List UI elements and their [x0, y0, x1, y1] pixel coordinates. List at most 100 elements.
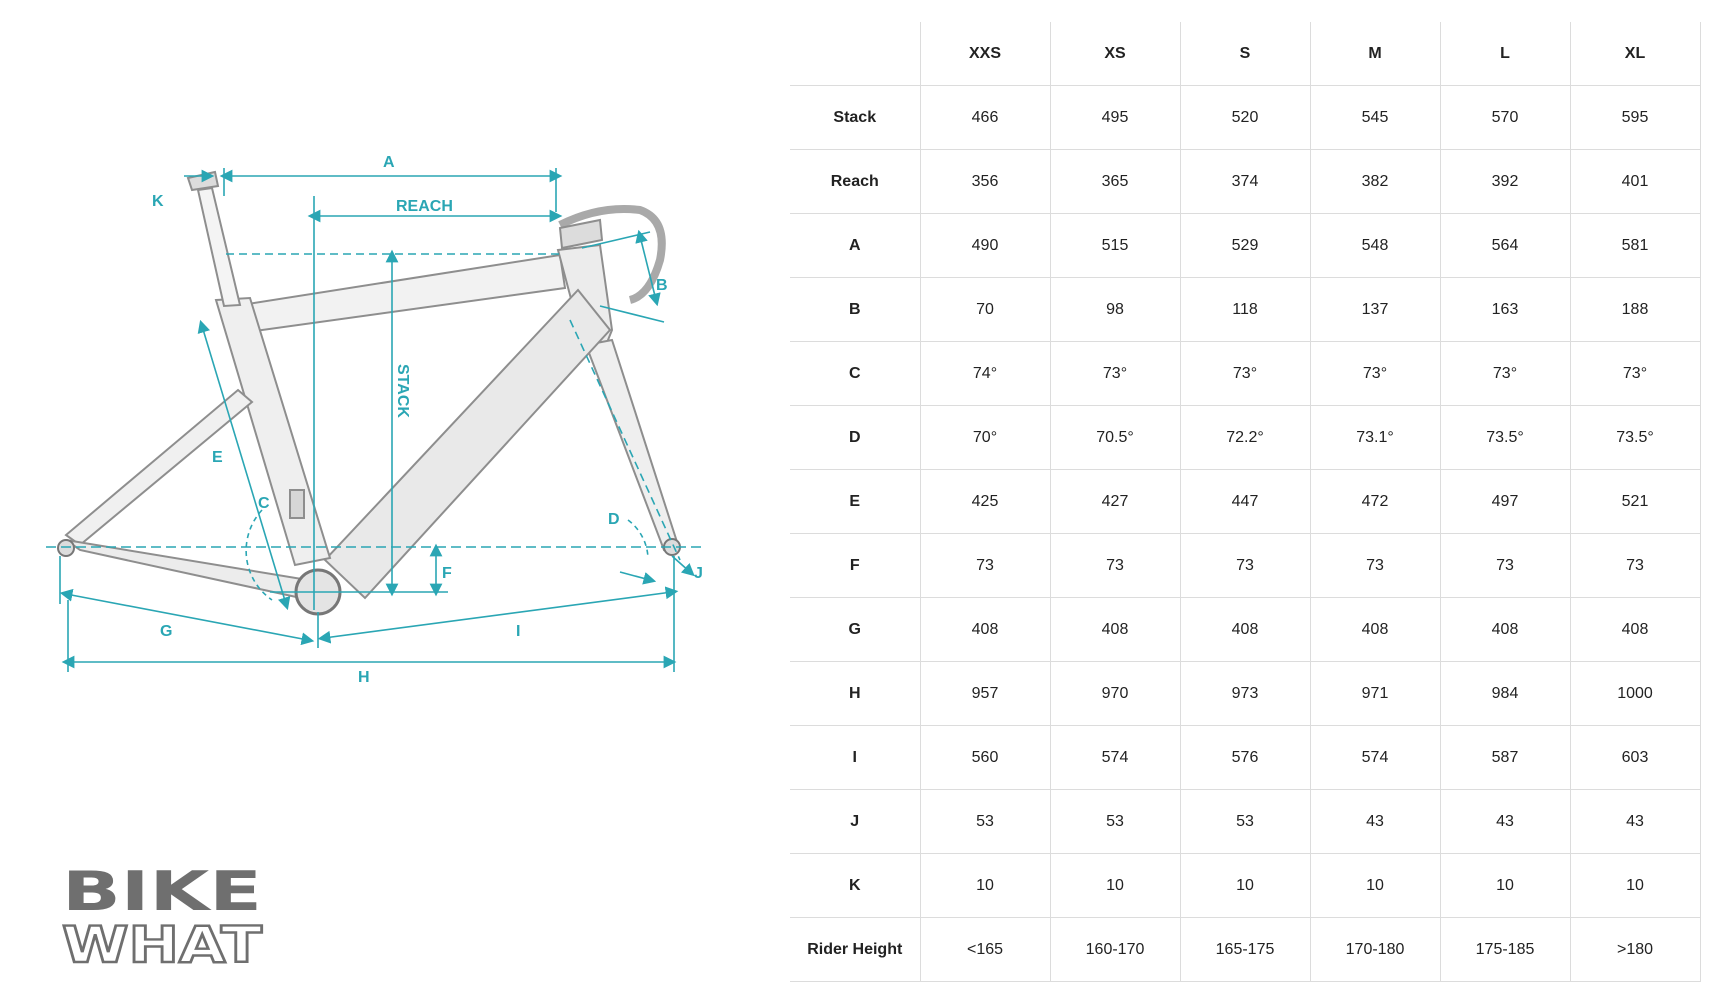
dimension-lines — [46, 168, 702, 672]
table-cell: 10 — [1309, 853, 1440, 918]
table-cell: 73.5° — [1569, 405, 1701, 470]
table-cell: 490 — [919, 213, 1050, 278]
table-cell: 574 — [1049, 725, 1180, 790]
table-cell: 560 — [919, 725, 1050, 790]
row-label: Stack — [790, 85, 920, 150]
table-cell: 957 — [919, 661, 1050, 726]
column-header-size: XS — [1049, 22, 1180, 86]
table-cell: 392 — [1439, 149, 1570, 214]
table-cell: 53 — [1179, 789, 1310, 854]
table-cell: 118 — [1179, 277, 1310, 342]
table-cell: 356 — [919, 149, 1050, 214]
row-label: B — [790, 277, 920, 342]
frame-geometry-diagram: A REACH K B STACK E C D F J G I H — [46, 154, 703, 686]
table-cell: 73 — [1569, 533, 1701, 598]
table-cell: 163 — [1439, 277, 1570, 342]
table-cell: 595 — [1569, 85, 1701, 150]
table-cell: 472 — [1309, 469, 1440, 534]
down-tube — [323, 288, 612, 600]
table-cell: 73 — [919, 533, 1050, 598]
table-cell: 73° — [1569, 341, 1701, 406]
row-label: A — [790, 213, 920, 278]
table-cell: 70.5° — [1049, 405, 1180, 470]
column-header-size: S — [1179, 22, 1310, 86]
table-cell: 10 — [1439, 853, 1570, 918]
table-cell: 401 — [1569, 149, 1701, 214]
dim-line-e — [197, 319, 291, 611]
table-cell: 581 — [1569, 213, 1701, 278]
label-f: F — [442, 565, 452, 582]
table-cell: 43 — [1309, 789, 1440, 854]
dim-arc-c — [245, 509, 273, 601]
table-cell: 70 — [919, 277, 1050, 342]
table-cell: 70° — [919, 405, 1050, 470]
row-label: E — [790, 469, 920, 534]
table-cell: 495 — [1049, 85, 1180, 150]
table-cell: 564 — [1439, 213, 1570, 278]
table-cell: 170-180 — [1309, 917, 1440, 982]
row-label: J — [790, 789, 920, 854]
column-header-size: L — [1439, 22, 1570, 86]
stem — [558, 218, 604, 250]
table-cell: 188 — [1569, 277, 1701, 342]
table-cell: 10 — [919, 853, 1050, 918]
label-k: K — [152, 193, 164, 210]
table-cell: 971 — [1309, 661, 1440, 726]
saddle-clamp — [186, 170, 220, 192]
logo-line-1: BIKE — [62, 862, 262, 923]
table-cell: <165 — [919, 917, 1050, 982]
table-cell: 570 — [1439, 85, 1570, 150]
label-b: B — [656, 277, 668, 294]
bikewhat-logo: BIKE WHAT — [62, 862, 263, 972]
table-cell: 73° — [1439, 341, 1570, 406]
table-cell: >180 — [1569, 917, 1701, 982]
table-cell: 160-170 — [1049, 917, 1180, 982]
column-header-size: XXS — [919, 22, 1050, 86]
label-j: J — [694, 565, 703, 582]
label-e: E — [212, 449, 223, 466]
table-cell: 447 — [1179, 469, 1310, 534]
table-cell: 73 — [1179, 533, 1310, 598]
table-cell: 984 — [1439, 661, 1570, 726]
table-cell: 98 — [1049, 277, 1180, 342]
table-cell: 10 — [1049, 853, 1180, 918]
table-cell: 43 — [1439, 789, 1570, 854]
label-h: H — [358, 669, 370, 686]
dim-arc-d — [627, 519, 649, 559]
table-cell: 72.2° — [1179, 405, 1310, 470]
table-cell: 408 — [919, 597, 1050, 662]
dim-line-j — [671, 555, 695, 577]
column-header-size: M — [1309, 22, 1440, 86]
table-cell: 53 — [1049, 789, 1180, 854]
row-label: Reach — [790, 149, 920, 214]
table-cell: 73 — [1049, 533, 1180, 598]
column-header-size: XL — [1569, 22, 1701, 86]
table-cell: 497 — [1439, 469, 1570, 534]
table-cell: 73 — [1309, 533, 1440, 598]
table-cell: 165-175 — [1179, 917, 1310, 982]
table-cell: 520 — [1179, 85, 1310, 150]
table-cell: 73° — [1309, 341, 1440, 406]
table-cell: 425 — [919, 469, 1050, 534]
table-cell: 548 — [1309, 213, 1440, 278]
table-cell: 574 — [1309, 725, 1440, 790]
table-cell: 587 — [1439, 725, 1570, 790]
table-cell: 408 — [1569, 597, 1701, 662]
table-cell: 408 — [1439, 597, 1570, 662]
dim-line-g — [59, 588, 315, 646]
label-i: I — [516, 623, 520, 640]
fork — [584, 338, 680, 552]
table-corner-cell — [790, 22, 920, 86]
table-cell: 529 — [1179, 213, 1310, 278]
